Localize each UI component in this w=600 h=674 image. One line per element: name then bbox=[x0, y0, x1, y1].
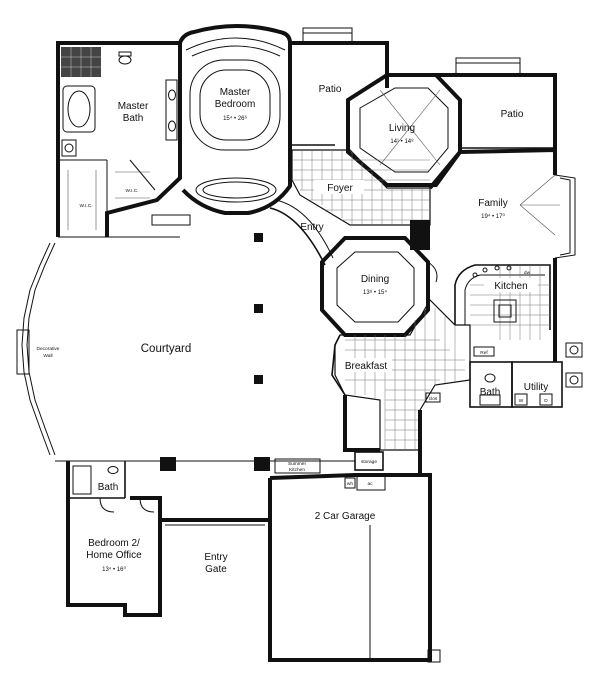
family-dims: 19⁴ • 17⁰ bbox=[481, 213, 505, 220]
entry-label: Entry bbox=[300, 222, 323, 233]
garage-area: wh ac 2 Car Garage bbox=[268, 410, 441, 663]
dishwasher-label: dw bbox=[524, 270, 531, 276]
bedroom2-dims: 13⁴ • 16⁰ bbox=[102, 566, 126, 573]
bedroom2-label-2: Home Office bbox=[86, 550, 142, 561]
storage-label: storage bbox=[361, 459, 377, 465]
patio-right-area: Patio bbox=[405, 57, 557, 150]
patio-left-label: Patio bbox=[319, 84, 342, 95]
entry-gate-area: Entry Gate bbox=[160, 518, 270, 575]
refrigerator-label: Ref bbox=[480, 350, 488, 356]
kitchen-area: Kitchen dw bbox=[454, 264, 551, 340]
washer-label: W bbox=[519, 398, 524, 404]
breakfast-label: Breakfast bbox=[345, 361, 387, 372]
master-bath-area: Master Bath W.I.C. W.I.C. bbox=[56, 41, 182, 237]
master-bedroom-label-1: Master bbox=[220, 87, 251, 98]
water-heater-label: wh bbox=[347, 481, 353, 487]
living-area: Living 14¹ • 14⁸ bbox=[346, 73, 462, 187]
bedroom2-label-1: Bedroom 2/ bbox=[88, 538, 140, 549]
decorative-wall-label-1: Decorative bbox=[37, 346, 60, 352]
breakfast-area: Breakfast bbox=[331, 299, 471, 451]
foyer-label: Foyer bbox=[327, 183, 353, 194]
wic-left-label: W.I.C. bbox=[79, 203, 92, 209]
master-bedroom-dims: 15⁴ • 26⁶ bbox=[223, 115, 247, 122]
entry-gate-label-2: Gate bbox=[205, 564, 227, 575]
family-label: Family bbox=[478, 198, 507, 209]
dining-label: Dining bbox=[361, 274, 389, 285]
family-area: Family 19⁴ • 17⁰ bbox=[410, 147, 576, 330]
master-bath-label-1: Master bbox=[118, 101, 149, 112]
summer-kitchen-label-2: Kitchen bbox=[289, 467, 305, 473]
patio-right-label: Patio bbox=[501, 109, 524, 120]
utility-label: Utility bbox=[524, 382, 548, 393]
master-bath-label-2: Bath bbox=[123, 113, 144, 124]
bath-utility-area: Ref W D clos Bath Utility bbox=[425, 330, 583, 408]
decorative-wall-label-2: Wall bbox=[43, 353, 52, 359]
entry-gate-label-1: Entry bbox=[204, 552, 227, 563]
courtyard-area: Courtyard Decorative Wall bbox=[16, 214, 355, 462]
living-dims: 14¹ • 14⁸ bbox=[390, 138, 414, 145]
dining-area: Dining 13⁸ • 15⁴ bbox=[320, 236, 438, 337]
master-bedroom-label-2: Bedroom bbox=[215, 99, 256, 110]
master-bedroom-area: Master Bedroom 15⁴ • 26⁶ bbox=[178, 24, 292, 215]
bedroom2-area: Bath Bedroom 2/ Home Office 13⁴ • 16⁰ bbox=[66, 461, 162, 617]
courtyard-label: Courtyard bbox=[141, 343, 192, 355]
summer-kitchen-area: Summer Kitchen storage bbox=[160, 395, 384, 474]
garage-label: 2 Car Garage bbox=[315, 511, 376, 522]
wic-right-label: W.I.C. bbox=[125, 188, 138, 194]
foyer-area: Foyer bbox=[291, 149, 431, 226]
living-label: Living bbox=[389, 123, 415, 134]
pantry-label: clos bbox=[429, 396, 438, 402]
entry-area: Entry bbox=[269, 199, 334, 266]
dining-dims: 13⁸ • 15⁴ bbox=[363, 289, 387, 296]
bath-lower-label: Bath bbox=[98, 482, 119, 493]
ac-label: ac bbox=[367, 482, 373, 487]
kitchen-label: Kitchen bbox=[494, 281, 527, 292]
summer-kitchen-label-1: Summer bbox=[288, 461, 307, 467]
dryer-label: D bbox=[544, 398, 548, 404]
bath-center-label: Bath bbox=[480, 387, 501, 398]
